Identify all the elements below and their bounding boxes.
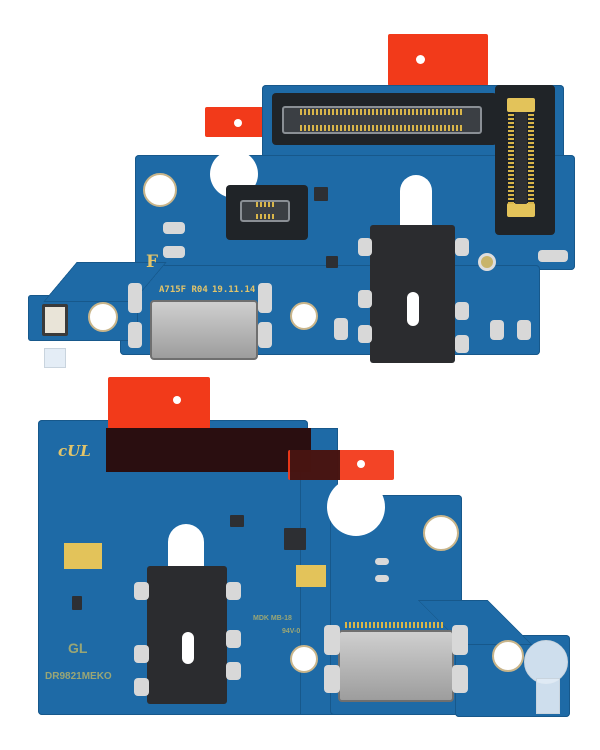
usb-c-port xyxy=(338,630,454,702)
silkscreen-model: A715F R04 xyxy=(159,285,208,295)
silkscreen-date: 19.11.14 xyxy=(212,285,256,295)
gold-contact-pad xyxy=(64,543,102,569)
dark-tape-overlap xyxy=(106,428,311,472)
cutout xyxy=(327,478,385,536)
cutout-slot xyxy=(400,175,432,230)
ic-chip xyxy=(314,187,328,201)
connector-pins xyxy=(300,109,464,115)
jack-pad xyxy=(134,645,149,663)
usb-pins xyxy=(345,622,445,628)
gold-contact-pad xyxy=(296,565,326,587)
jack-pad xyxy=(226,630,241,648)
smd-pad xyxy=(375,575,389,582)
tape-hole xyxy=(173,396,181,404)
tape-hole xyxy=(416,55,425,64)
screw-hole xyxy=(290,645,318,673)
connector-pins xyxy=(256,214,274,219)
smd-pad xyxy=(452,665,468,693)
jack-pad xyxy=(226,582,241,600)
screw-hole xyxy=(88,302,118,332)
screw-hole xyxy=(143,173,177,207)
screw-hole xyxy=(290,302,318,330)
red-tape-bottom xyxy=(108,377,210,429)
silkscreen-code: DR9821MEKO xyxy=(45,671,112,682)
connector-pad xyxy=(507,98,535,112)
smd-pad xyxy=(375,558,389,565)
screw-hole xyxy=(423,515,459,551)
smd-pad xyxy=(128,283,142,313)
rating-line-2: 94V-0 xyxy=(282,628,301,635)
ic-chip xyxy=(284,528,306,550)
smd-pad xyxy=(258,283,272,313)
jack-pad xyxy=(455,238,469,256)
b2b-connector-vertical xyxy=(515,112,527,204)
rating-line-1: MDK MB-18 xyxy=(253,615,292,622)
audio-jack-slot xyxy=(407,292,419,326)
silkscreen-letter: F xyxy=(146,252,159,272)
microphone xyxy=(42,304,68,336)
fpc-connector xyxy=(240,200,290,222)
jack-pad xyxy=(226,662,241,680)
smd-pad xyxy=(163,222,185,234)
ic-chip xyxy=(72,596,82,610)
smd-pad xyxy=(538,250,568,262)
antenna-coax-connector xyxy=(478,253,496,271)
connector-pins xyxy=(300,125,464,131)
clear-tab xyxy=(44,348,66,368)
connector-pins xyxy=(508,112,514,204)
spring-contact xyxy=(517,320,531,340)
spring-contact xyxy=(334,318,348,340)
clear-tab xyxy=(536,678,560,714)
connector-pad xyxy=(507,203,535,217)
smd-pad xyxy=(128,322,142,348)
tape-hole xyxy=(234,119,242,127)
ul-logo: cUL xyxy=(58,442,91,460)
smd-pad xyxy=(163,246,185,258)
gl-logo: GL xyxy=(68,640,88,656)
audio-jack-slot xyxy=(182,632,194,664)
jack-pad xyxy=(358,238,372,256)
connector-pins xyxy=(528,112,534,204)
jack-pad xyxy=(134,582,149,600)
tape-hole xyxy=(357,460,365,468)
jack-pad xyxy=(358,290,372,308)
ic-chip xyxy=(230,515,244,527)
spring-contact xyxy=(490,320,504,340)
jack-pad xyxy=(455,335,469,353)
smd-pad xyxy=(324,625,340,655)
smd-pad xyxy=(258,322,272,348)
red-tape-top xyxy=(388,34,488,86)
ic-chip xyxy=(326,256,338,268)
smd-pad xyxy=(452,625,468,655)
jack-pad xyxy=(455,302,469,320)
connector-pins xyxy=(256,202,274,207)
jack-pad xyxy=(134,678,149,696)
usb-c-port xyxy=(150,300,258,360)
jack-pad xyxy=(358,325,372,343)
dark-tape-overlap xyxy=(290,450,340,480)
cutout-slot xyxy=(168,524,204,572)
smd-pad xyxy=(324,665,340,693)
screw-hole xyxy=(492,640,524,672)
